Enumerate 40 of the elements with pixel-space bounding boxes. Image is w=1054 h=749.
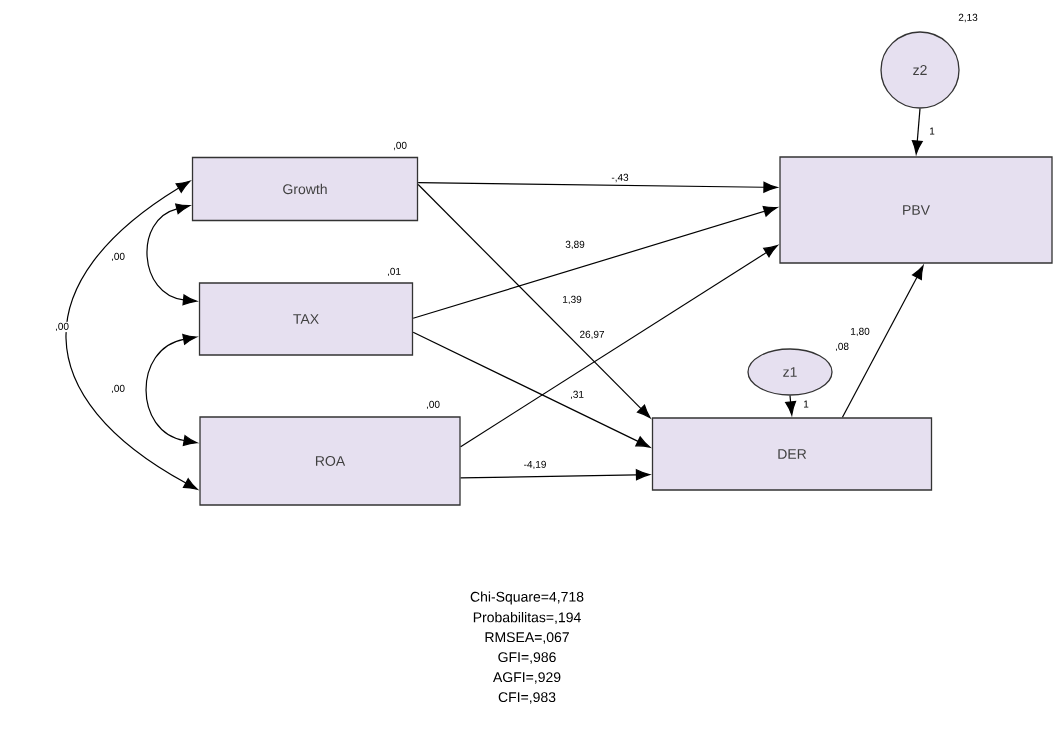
variance-label: 2,13 bbox=[958, 13, 978, 23]
variable-box: DER bbox=[651, 417, 933, 491]
edge-label: 1 bbox=[802, 399, 810, 409]
fit-statistic: AGFI=,929 bbox=[493, 672, 561, 684]
edge-label: -4,19 bbox=[522, 459, 548, 471]
variable-box: Growth bbox=[191, 156, 419, 222]
variance-label: ,00 bbox=[426, 400, 440, 410]
variable-box: PBV bbox=[779, 156, 1053, 264]
path-arrow bbox=[412, 331, 651, 448]
covariance-arrow bbox=[146, 203, 197, 306]
path-arrow bbox=[460, 245, 778, 448]
fit-statistic: Chi-Square=4,718 bbox=[470, 591, 584, 605]
path-arrow bbox=[417, 183, 651, 419]
edge-label: 1,39 bbox=[561, 294, 583, 306]
path-arrow bbox=[460, 469, 650, 481]
covariance-arrow bbox=[145, 333, 198, 446]
edge-label: ,31 bbox=[569, 389, 585, 401]
variance-label: ,00 bbox=[393, 141, 407, 151]
variance-label: ,01 bbox=[387, 267, 401, 277]
path-arrow bbox=[785, 395, 797, 416]
fit-statistic: RMSEA=,067 bbox=[485, 632, 569, 644]
path-arrow bbox=[417, 181, 778, 193]
path-arrow bbox=[911, 108, 923, 155]
edge-label: ,00 bbox=[54, 321, 70, 333]
variable-box: ROA bbox=[199, 416, 461, 506]
variable-box: TAX bbox=[198, 282, 414, 356]
fit-statistic: GFI=,986 bbox=[498, 652, 556, 664]
edge-label: 1 bbox=[928, 126, 936, 136]
edge-label: 3,89 bbox=[564, 239, 586, 251]
path-arrow bbox=[841, 265, 924, 418]
edge-label: 26,97 bbox=[578, 329, 606, 341]
path-arrow bbox=[412, 205, 778, 319]
variance-label: ,08 bbox=[835, 342, 849, 352]
edge-label: ,00 bbox=[110, 251, 126, 263]
edge-label: 1,80 bbox=[849, 326, 871, 338]
edge-label: -,43 bbox=[610, 172, 630, 184]
covariance-arrow bbox=[65, 180, 198, 490]
fit-statistic: CFI=,983 bbox=[498, 692, 556, 704]
edge-label: ,00 bbox=[110, 383, 126, 395]
fit-statistic: Probabilitas=,194 bbox=[473, 612, 581, 624]
